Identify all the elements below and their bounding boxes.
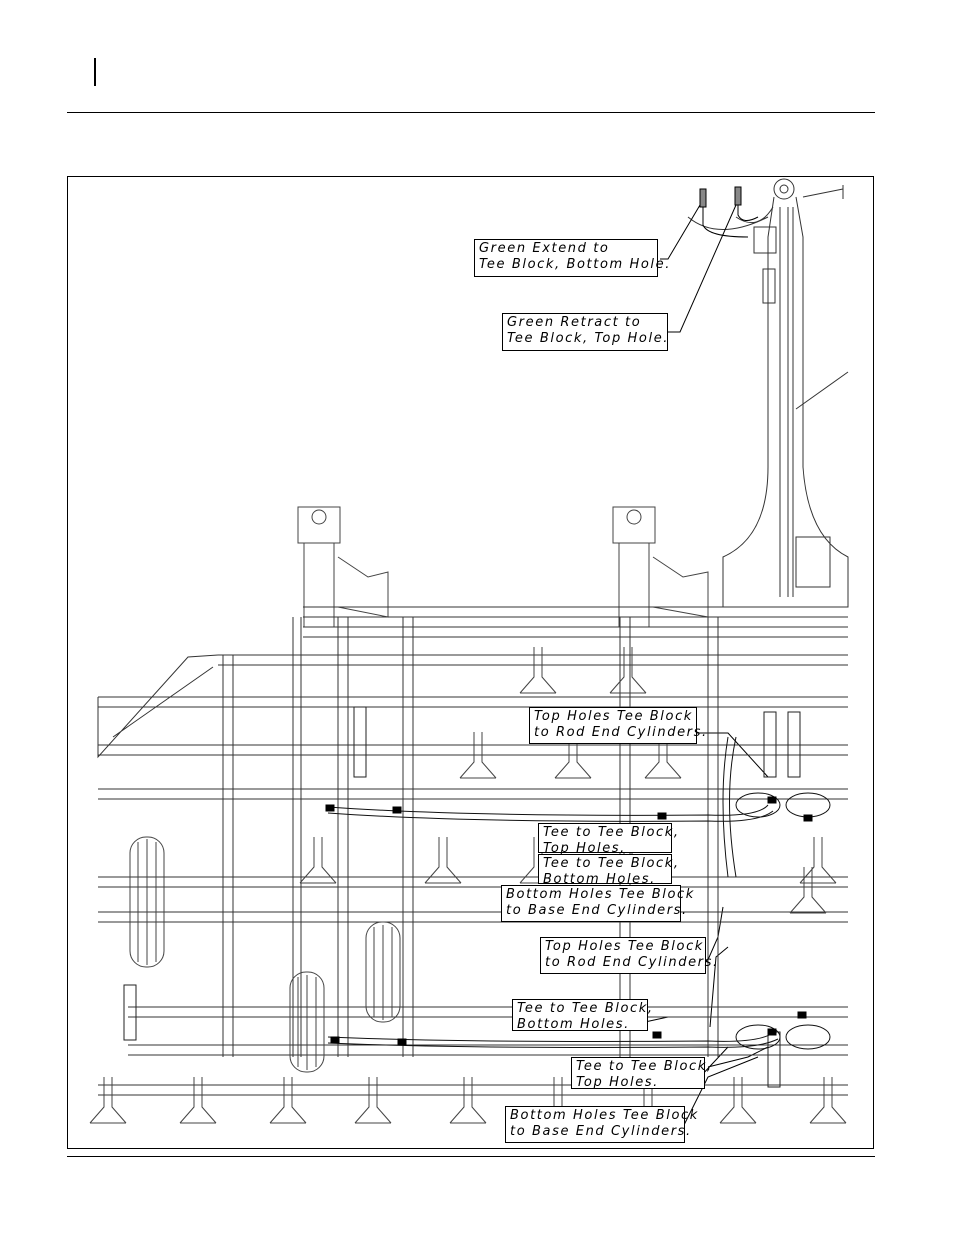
shank-sweep — [459, 732, 497, 779]
upper-gauge-assemblies — [297, 506, 709, 627]
callout-tee-bottom-holes-1: Tee to Tee Block, Bottom Holes. — [538, 854, 680, 887]
shank-sweep — [424, 837, 462, 884]
callout-bottom-holes-base-end-2: Bottom Holes Tee Block to Base End Cylin… — [505, 1106, 699, 1143]
callout-line: Top Holes Tee Block — [534, 709, 693, 724]
callout-line: Bottom Holes Tee Block — [510, 1108, 699, 1123]
callout-top-holes-rod-end-1: Top Holes Tee Block to Rod End Cylinders… — [529, 707, 708, 744]
shank-sweep — [179, 1077, 217, 1124]
callout-line: Tee Block, Bottom Hole. — [479, 257, 671, 272]
callout-green-extend: Green Extend to Tee Block, Bottom Hole. — [474, 239, 671, 277]
shank-sweep — [89, 1077, 127, 1124]
shank-sweep — [799, 837, 837, 884]
main-frame — [97, 606, 848, 1096]
shank-sweep — [789, 867, 827, 914]
callout-line: Tee to Tee Block, — [543, 825, 680, 840]
shank-sweep — [449, 1077, 487, 1124]
hose-couplers — [699, 186, 759, 238]
callout-line: Tee to Tee Block, — [576, 1059, 713, 1074]
callout-top-holes-rod-end-2: Top Holes Tee Block to Rod End Cylinders… — [540, 937, 719, 974]
shank-sweep — [809, 1077, 847, 1124]
callout-tee-bottom-holes-2: Tee to Tee Block, Bottom Holes. — [512, 999, 654, 1032]
callout-bottom-holes-base-end-1: Bottom Holes Tee Block to Base End Cylin… — [501, 885, 695, 922]
callout-tee-top-holes-1: Tee to Tee Block, Top Holes. — [538, 823, 680, 856]
shank-sweep — [609, 647, 647, 694]
callout-line: Bottom Holes. — [543, 872, 656, 887]
footer-rule — [67, 1156, 875, 1157]
figure-frame: Green Extend to Tee Block, Bottom Hole. … — [67, 176, 874, 1149]
callout-line: Top Holes. — [576, 1075, 659, 1090]
shank-sweep — [299, 837, 337, 884]
callout-line: Top Holes Tee Block — [545, 939, 704, 954]
callout-line: to Base End Cylinders. — [506, 903, 688, 918]
callout-line: Bottom Holes Tee Block — [506, 887, 695, 902]
shank-sweep — [719, 1077, 757, 1124]
shank-sweep — [269, 1077, 307, 1124]
callout-green-retract: Green Retract to Tee Block, Top Hole. — [502, 313, 668, 351]
callout-line: to Rod End Cylinders. — [545, 955, 719, 970]
shank-sweep — [354, 1077, 392, 1124]
tee-blocks — [325, 796, 813, 1046]
callout-line: Bottom Holes. — [517, 1017, 630, 1032]
callout-line: Tee to Tee Block, — [543, 856, 680, 871]
hydraulic-cylinders — [123, 706, 801, 1088]
callout-line: Tee Block, Top Hole. — [507, 331, 670, 346]
callout-tee-top-holes-2: Tee to Tee Block, Top Holes. — [571, 1057, 713, 1090]
header-vertical-tick — [94, 58, 96, 86]
leader-lines — [644, 204, 769, 1128]
callout-line: Top Holes. — [543, 841, 626, 856]
callout-line: Green Extend to — [479, 241, 610, 256]
callout-line: to Rod End Cylinders. — [534, 725, 708, 740]
callout-line: Green Retract to — [507, 315, 642, 330]
shank-sweep — [519, 647, 557, 694]
shank-row — [89, 647, 847, 1124]
hydraulic-hose-routing-drawing — [89, 178, 849, 1128]
callout-line: to Base End Cylinders. — [510, 1124, 692, 1139]
hitch-tongue — [687, 178, 849, 608]
tires — [129, 836, 401, 1073]
header-rule — [67, 112, 875, 113]
callout-line: Tee to Tee Block, — [517, 1001, 654, 1016]
